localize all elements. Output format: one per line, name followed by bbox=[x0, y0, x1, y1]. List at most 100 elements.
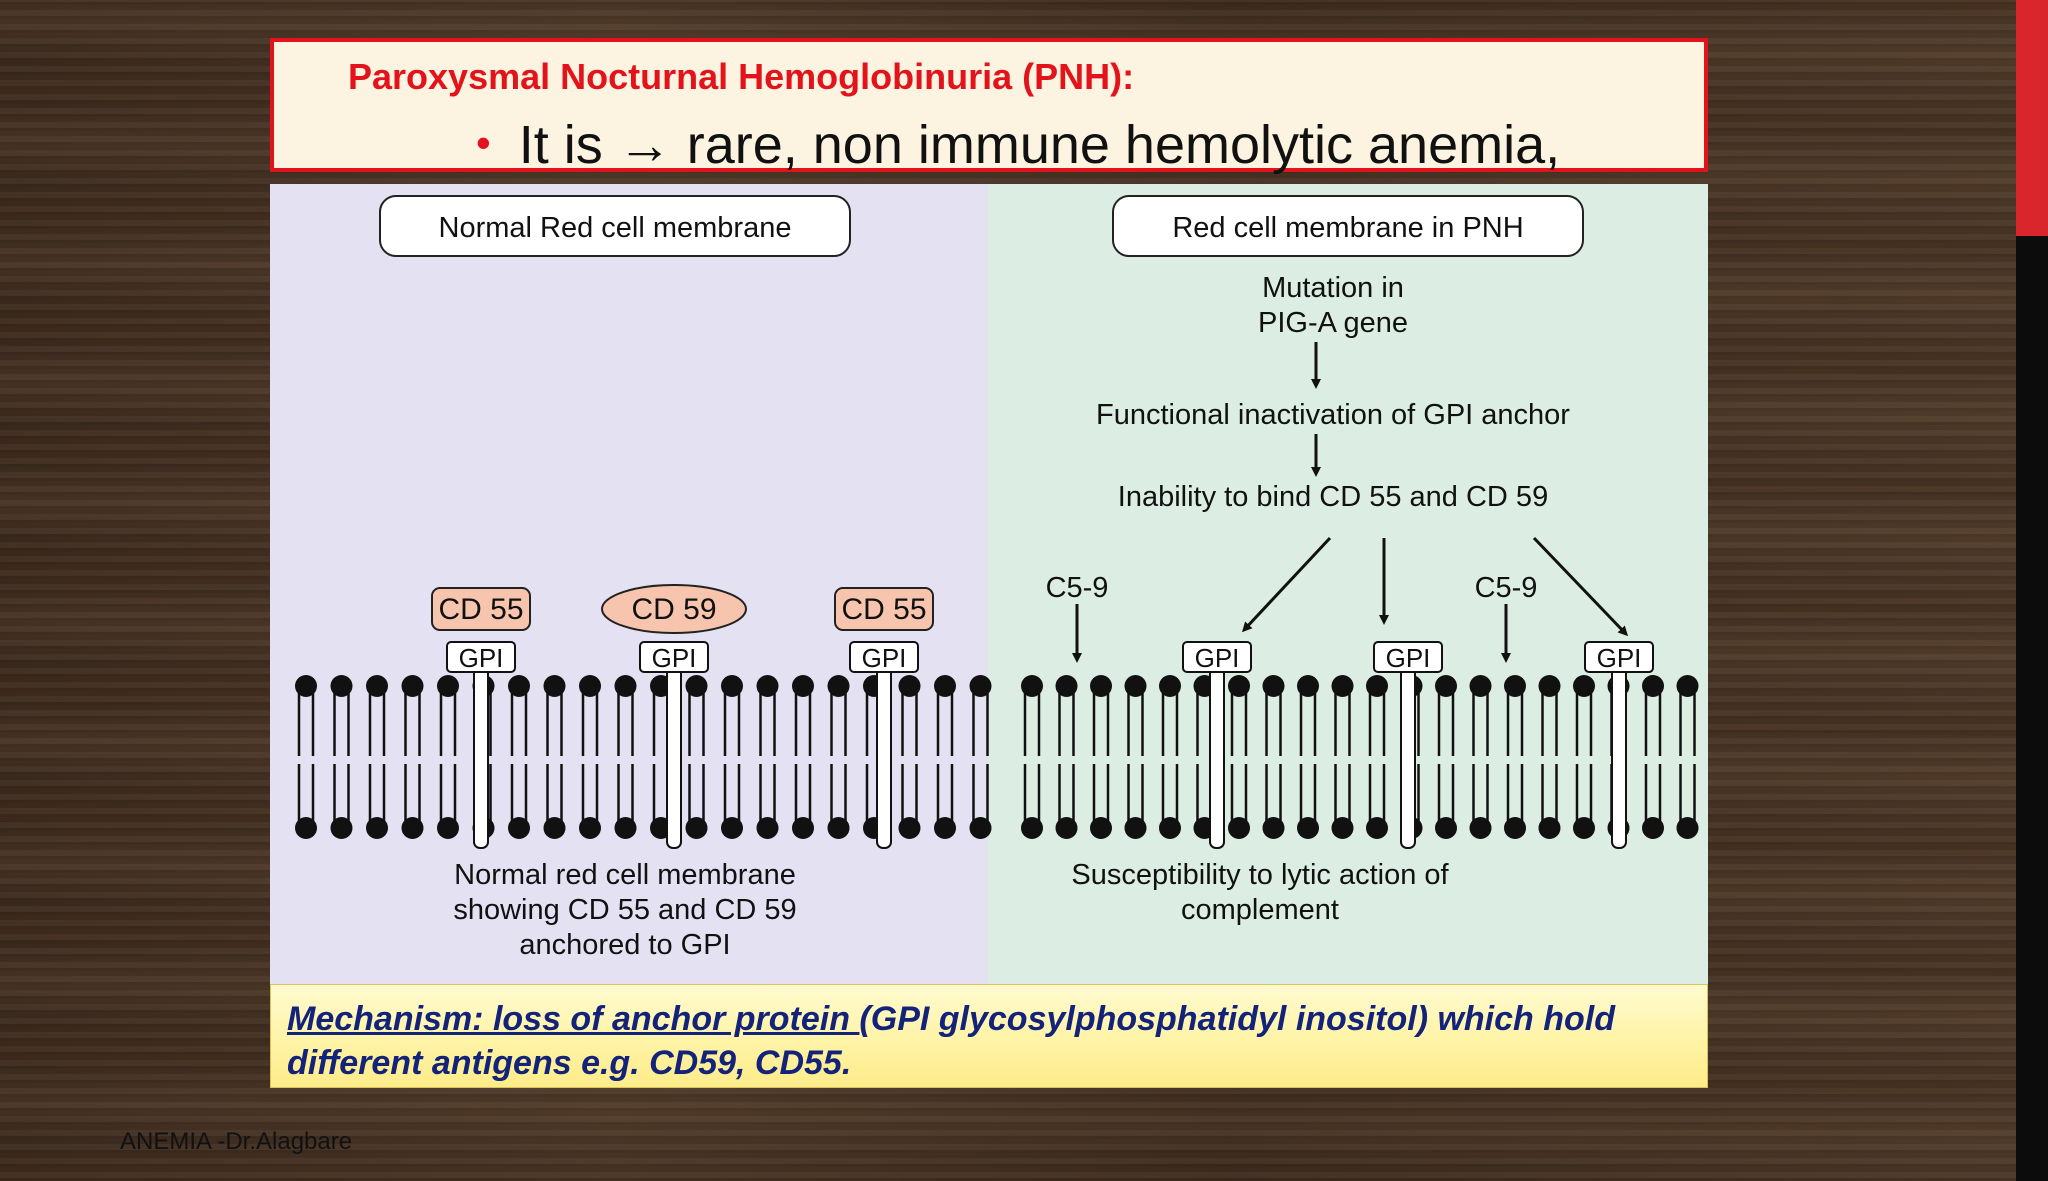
bullet-item: •It is → rare, non immune hemolytic anem… bbox=[476, 114, 1560, 176]
lipid-head bbox=[1573, 675, 1595, 697]
lipid-head bbox=[1159, 675, 1181, 697]
lipid-head bbox=[330, 817, 353, 839]
lipid-head bbox=[1331, 817, 1354, 839]
lipid-head bbox=[366, 817, 388, 839]
lipid-head bbox=[756, 817, 779, 839]
lipid-head bbox=[295, 817, 317, 839]
lipid-head bbox=[1538, 817, 1561, 839]
lipid-tail bbox=[1230, 684, 1248, 830]
lipid-head bbox=[1642, 817, 1664, 839]
lipid-head bbox=[1055, 675, 1078, 697]
mechanism-box: Mechanism: loss of anchor protein (GPI g… bbox=[270, 984, 1708, 1088]
lipid-head bbox=[579, 675, 601, 697]
gpi-anchor-box bbox=[446, 641, 516, 673]
lipid-tail bbox=[439, 684, 457, 830]
lipid-tail bbox=[1437, 684, 1455, 830]
lipid-tail bbox=[1265, 684, 1282, 830]
lipid-tail bbox=[404, 684, 421, 830]
lipid-head bbox=[1021, 817, 1043, 839]
lipid-head bbox=[1538, 675, 1561, 697]
lipid-head bbox=[934, 817, 956, 839]
gpi-anchor-box bbox=[1373, 641, 1443, 673]
lipid-tail bbox=[1679, 684, 1696, 830]
gpi-label: GPI bbox=[862, 643, 907, 673]
lipid-tail bbox=[617, 684, 634, 830]
flow-step-mutation: Mutation in bbox=[1262, 272, 1404, 304]
lipid-head bbox=[508, 675, 530, 697]
lipid-head bbox=[827, 817, 850, 839]
lipid-head bbox=[969, 675, 992, 697]
lipid-head bbox=[366, 675, 388, 697]
lipid-head bbox=[295, 675, 317, 697]
lipid-tail bbox=[581, 684, 599, 830]
gpi-anchor-stalk bbox=[1611, 653, 1627, 849]
gpi-anchor-stalk bbox=[666, 653, 682, 849]
lipid-tail bbox=[1506, 684, 1524, 830]
pnh-membrane-figure: Normal Red cell membrane Red cell membra… bbox=[270, 184, 1708, 984]
right-caption-line-1: Susceptibility to lytic action of bbox=[1071, 859, 1449, 891]
lipid-tail bbox=[901, 684, 918, 830]
lipid-head bbox=[898, 675, 921, 697]
slide-title: Paroxysmal Nocturnal Hemoglobinuria (PNH… bbox=[348, 56, 1135, 97]
lipid-tail bbox=[546, 684, 563, 830]
lipid-head bbox=[1366, 817, 1388, 839]
lipid-head bbox=[934, 675, 956, 697]
lipid-tail bbox=[1161, 684, 1179, 830]
lipid-tail bbox=[1127, 684, 1144, 830]
mechanism-heading: Mechanism: loss of anchor protein bbox=[287, 1000, 860, 1038]
lipid-tail bbox=[1334, 684, 1351, 830]
lipid-head bbox=[1435, 817, 1457, 839]
gpi-label: GPI bbox=[1195, 643, 1240, 673]
left-panel-bg bbox=[270, 184, 988, 984]
flow-arrow-right bbox=[1532, 536, 1629, 637]
lipid-head bbox=[1228, 675, 1250, 697]
lipid-tail bbox=[1092, 684, 1110, 830]
lipid-head bbox=[1676, 675, 1699, 697]
lipid-tail bbox=[830, 684, 847, 830]
cd55-label-right: CD 55 bbox=[841, 593, 926, 626]
lipid-head bbox=[1366, 675, 1388, 697]
gpi-anchor-stalk bbox=[473, 653, 489, 849]
c59-label-1: C5-9 bbox=[1046, 572, 1109, 604]
lipid-head bbox=[1090, 817, 1112, 839]
gpi-anchor-stalk bbox=[1209, 653, 1225, 849]
lipid-tail bbox=[723, 684, 741, 830]
lipid-head bbox=[1262, 817, 1285, 839]
left-caption-line-2: showing CD 55 and CD 59 bbox=[453, 894, 796, 926]
lipid-tail bbox=[972, 684, 989, 830]
flow-step-inactivation: Functional inactivation of GPI anchor bbox=[1096, 399, 1570, 431]
gpi-anchor-stalk bbox=[876, 653, 892, 849]
right-caption-line-2: complement bbox=[1181, 894, 1339, 926]
lipid-head bbox=[614, 817, 637, 839]
lipid-tail bbox=[333, 684, 350, 830]
lipid-tail bbox=[1023, 684, 1041, 830]
lipid-head bbox=[330, 675, 353, 697]
lipid-head bbox=[437, 675, 459, 697]
lipid-tail bbox=[1644, 684, 1662, 830]
left-header: Normal Red cell membrane bbox=[439, 212, 792, 244]
flow-step-inability: Inability to bind CD 55 and CD 59 bbox=[1118, 481, 1548, 513]
flow-step-gene: PIG-A gene bbox=[1258, 307, 1408, 339]
lipid-head bbox=[579, 817, 601, 839]
lipid-head bbox=[1676, 817, 1699, 839]
lipid-tail bbox=[936, 684, 954, 830]
lipid-head bbox=[1504, 675, 1526, 697]
left-caption-line-3: anchored to GPI bbox=[519, 929, 730, 961]
lipid-tail bbox=[759, 684, 776, 830]
cd55-protein-right bbox=[834, 587, 934, 631]
lipid-head bbox=[827, 675, 850, 697]
lipid-head bbox=[898, 817, 921, 839]
lipid-head bbox=[1469, 817, 1492, 839]
lipid-head bbox=[437, 817, 459, 839]
lipid-head bbox=[1159, 817, 1181, 839]
gpi-anchor-box bbox=[1584, 641, 1654, 673]
bullet-dot-icon: • bbox=[476, 119, 491, 166]
lipid-head bbox=[1090, 675, 1112, 697]
lipid-head bbox=[1642, 675, 1664, 697]
gpi-anchor-stalk bbox=[1400, 653, 1416, 849]
lipid-tail bbox=[1368, 684, 1386, 830]
lipid-tail bbox=[368, 684, 386, 830]
lipid-head bbox=[1262, 675, 1285, 697]
lipid-head bbox=[508, 817, 530, 839]
flow-arrow-left bbox=[1241, 536, 1332, 633]
